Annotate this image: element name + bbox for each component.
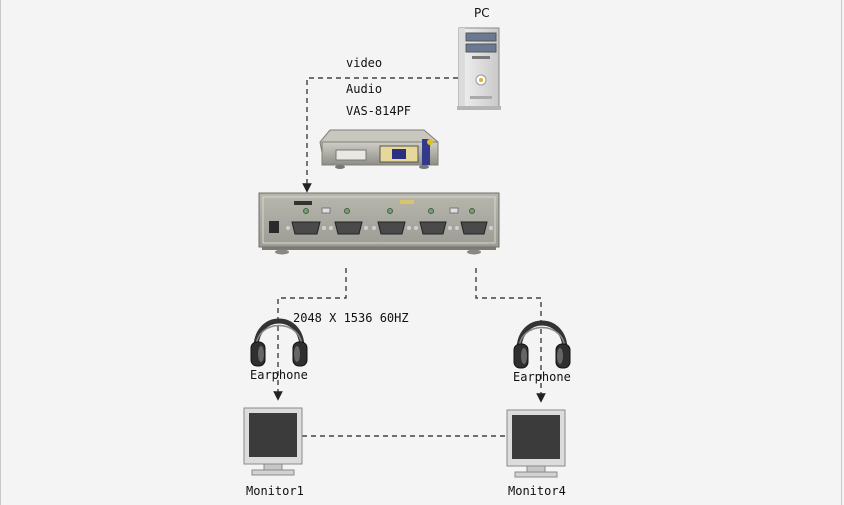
headphones-right-icon (513, 320, 571, 369)
kvm-switch-rear-panel-icon (258, 192, 500, 255)
switch-to-monitor4-line (475, 268, 546, 403)
resolution-label: 2048 X 1536 60HZ (293, 311, 409, 325)
audio-label: Audio (346, 82, 383, 96)
video-label: video (346, 56, 383, 70)
monitor-left-icon (243, 407, 303, 476)
model-label: VAS-814PF (346, 104, 412, 118)
monitor1-label: Monitor1 (246, 484, 304, 498)
monitor4-label: Monitor4 (508, 484, 566, 498)
earphone-right-label: Earphone (513, 370, 571, 384)
headphones-left-icon (250, 318, 308, 367)
pc-tower-icon (457, 27, 501, 110)
kvm-switch-top-icon (319, 129, 439, 169)
connections (273, 77, 546, 437)
earphone-left-label: Earphone (250, 368, 308, 382)
switch-to-monitor1-line (273, 268, 347, 401)
monitor-right-icon (506, 409, 566, 478)
pc-label: PC (474, 6, 490, 20)
